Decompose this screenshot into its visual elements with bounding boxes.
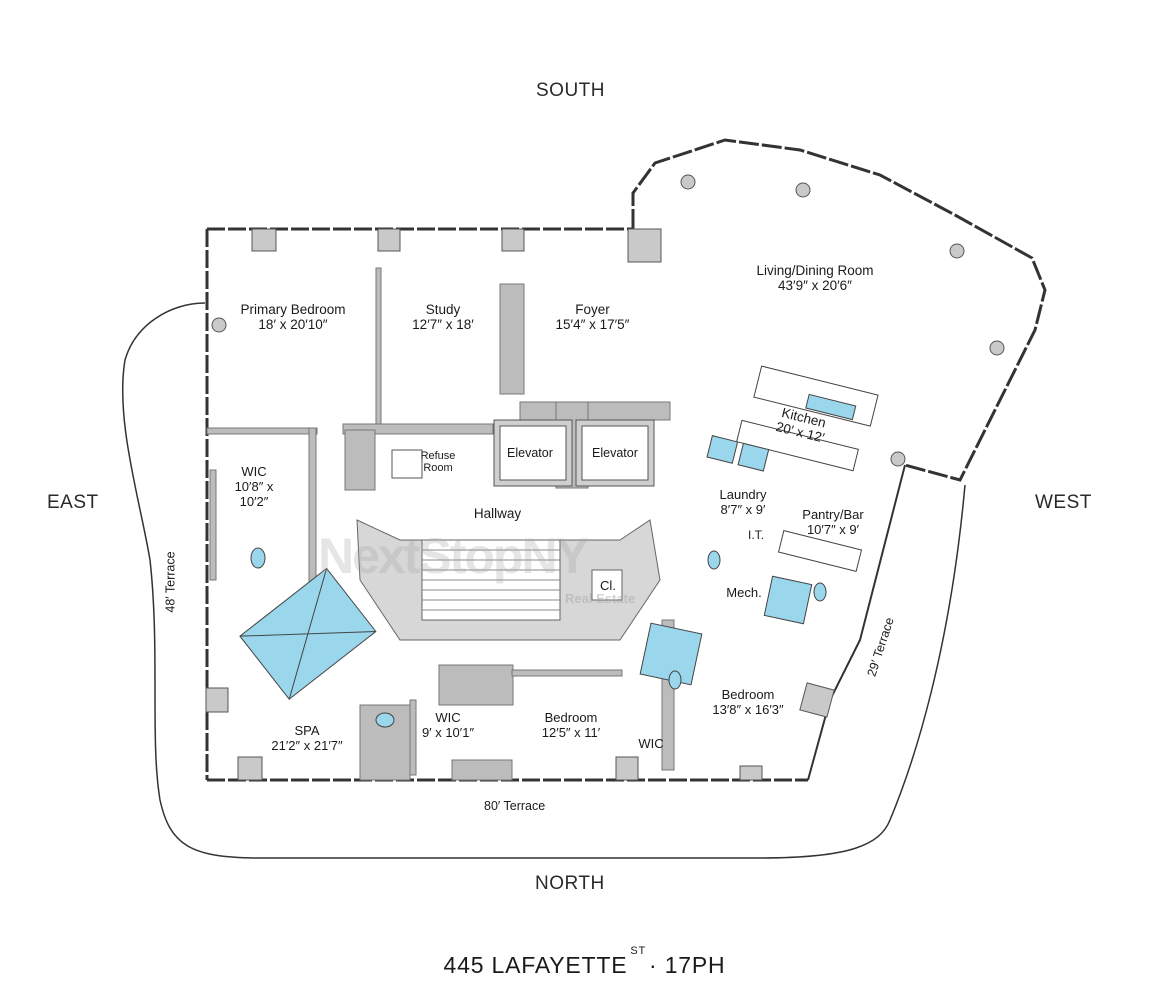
room-spa: SPA 21′2″ x 21′7″ [262,723,352,753]
room-living-dining: Living/Dining Room 43′9″ x 20′6″ [755,263,875,293]
room-dim: 13′8″ x 16′3″ [712,702,784,717]
toilet [813,582,827,602]
exterior-wall [807,464,906,781]
room-wic-small: WIC [636,736,666,751]
terrace-outline [121,302,966,859]
kitchen-island [753,365,879,427]
elevator-2-cab [581,425,649,481]
room-pantry-bar: Pantry/Bar 10′7″ x 9′ [795,507,871,537]
compass-east: EAST [47,492,99,513]
exterior-wall [631,138,1047,482]
room-bedroom-3: Bedroom 13′8″ x 16′3″ [700,687,796,717]
room-dim: 10′2″ [239,494,269,509]
room-dim: 21′2″ x 21′7″ [271,738,343,753]
room-name: Laundry [719,487,767,502]
structural-columns [205,174,1005,781]
room-name: Pantry/Bar [802,507,864,522]
room-wic-primary: WIC 10′8″ x 10′2″ [218,464,290,509]
room-name: I.T. [747,528,764,542]
room-dim: 12′7″ x 18′ [412,317,474,332]
room-name: Refuse [420,450,456,462]
room-wic-middle: WIC 9′ x 10′1″ [412,710,484,740]
toilet [250,547,266,569]
room-dim: 15′4″ x 17′5″ [555,317,630,332]
terrace-east-label: 48′ Terrace [163,551,178,613]
room-name: SPA [294,723,320,738]
room-name: Mech. [726,585,762,600]
room-name: Bedroom [544,710,598,725]
room-it: I.T. [744,528,768,543]
toilet [375,712,395,728]
kitchen-counter [706,419,859,472]
room-dim: 9′ x 10′1″ [421,725,475,740]
title-unit: · 17PH [649,952,726,978]
room-name: Living/Dining Room [756,263,874,278]
room-dim: 10′7″ x 9′ [806,522,860,537]
closet-box [591,569,623,601]
room-dim: 12′5″ x 11′ [541,725,601,740]
elevator-2-label: Elevator [592,446,638,460]
room-name: WIC [435,710,461,725]
shower-bedroom3 [639,622,703,686]
room-bedroom-2: Bedroom 12′5″ x 11′ [528,710,614,740]
watermark: NextStopNY [318,528,589,584]
room-primary-bedroom: Primary Bedroom 18′ x 20′10″ [228,302,358,332]
room-name: Primary Bedroom [240,302,346,317]
room-hallway: Hallway [460,506,535,521]
room-name: WIC [241,464,267,479]
title-suffix: ST [630,945,647,958]
compass-south: SOUTH [536,80,605,101]
compass-west: WEST [1035,492,1092,513]
room-refuse: Refuse Room [416,450,460,474]
toilet [668,670,682,690]
room-dim: 8′7″ x 9′ [720,502,766,517]
room-study: Study 12′7″ x 18′ [398,302,488,332]
stair-treads [422,549,560,611]
room-name: Foyer [575,302,610,317]
room-foyer: Foyer 15′4″ x 17′5″ [535,302,650,332]
watermark-sub: Real Estate [565,591,636,606]
toilet [707,550,721,570]
room-dim: 10′8″ x [234,479,274,494]
compass-north: NORTH [535,873,605,894]
room-closet: Cl. [596,578,620,593]
title-address: 445 LAFAYETTE [443,952,628,978]
elevator-1-label: Elevator [507,446,553,460]
terrace-north-label: 80′ Terrace [484,799,546,813]
spa-fixtures [239,567,377,700]
room-dim: 18′ x 20′10″ [258,317,328,332]
room-name: Bedroom [721,687,775,702]
shower-mech [763,575,813,625]
room-mech: Mech. [724,585,764,600]
room-name: Room [423,462,453,474]
room-laundry: Laundry 8′7″ x 9′ [708,487,778,517]
pantry-counter [777,530,863,572]
room-name: Cl. [600,578,616,593]
listing-title: 445 LAFAYETTEST· 17PH [0,945,1169,979]
room-name: WIC [638,736,664,751]
elevator-1-cab [499,425,567,481]
interior-walls [206,267,675,781]
refuse-room-box [391,449,423,479]
room-name: Study [425,302,461,317]
room-name: Hallway [473,506,522,521]
room-dim: 43′9″ x 20′6″ [778,278,852,293]
